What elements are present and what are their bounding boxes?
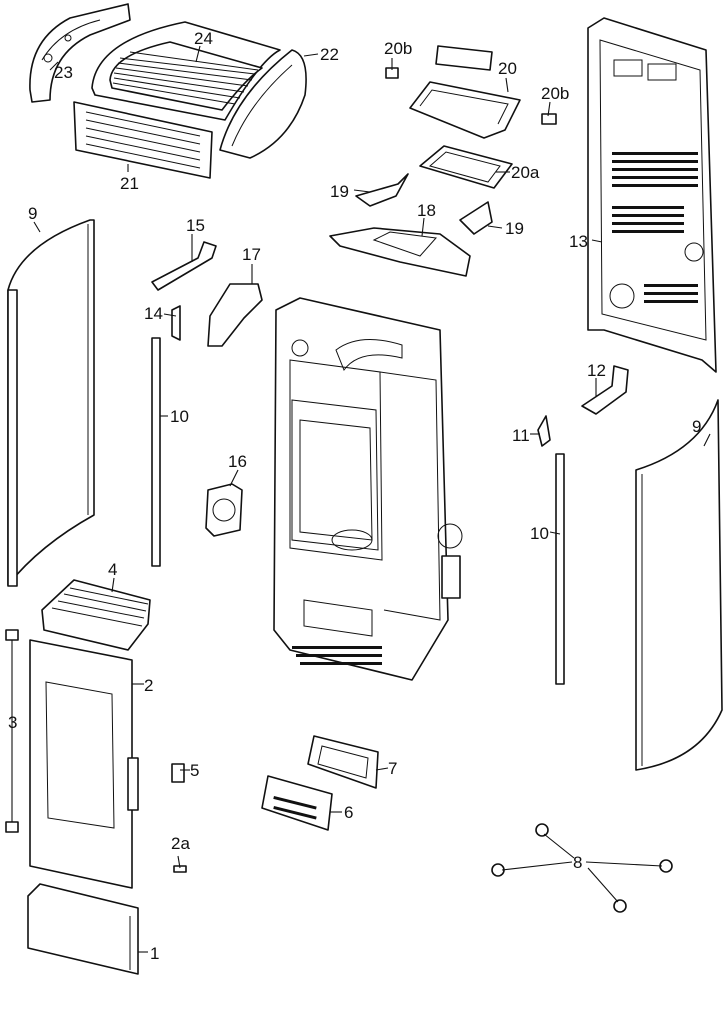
label-part-10-left: 10 bbox=[170, 407, 189, 426]
part-16-flue-collar bbox=[205, 483, 243, 537]
part-19-left-bracket bbox=[355, 173, 409, 207]
label-part-20a: 20a bbox=[511, 163, 540, 182]
part-12-bracket bbox=[581, 365, 629, 415]
label-part-7: 7 bbox=[388, 759, 397, 778]
label-part-8: 8 bbox=[573, 853, 582, 872]
part-5-latch bbox=[171, 763, 185, 783]
part-8-leveling-feet bbox=[491, 823, 673, 913]
label-part-19-right: 19 bbox=[505, 219, 524, 238]
label-part-24: 24 bbox=[194, 29, 213, 48]
label-part-15: 15 bbox=[186, 216, 205, 235]
label-part-6: 6 bbox=[344, 803, 353, 822]
part-20a-gasket bbox=[419, 145, 513, 189]
part-labels: 23 24 22 21 20b 20 20b 20a 19 18 19 13 1… bbox=[8, 29, 701, 963]
label-part-3: 3 bbox=[8, 713, 17, 732]
part-10-left-rail bbox=[151, 337, 161, 567]
label-part-9-right: 9 bbox=[692, 417, 701, 436]
part-2-door bbox=[29, 639, 139, 889]
label-part-2a: 2a bbox=[171, 834, 190, 853]
part-10-right-rail bbox=[555, 453, 565, 685]
label-part-20b-left: 20b bbox=[384, 39, 412, 58]
part-9-right-side-panel bbox=[635, 399, 723, 771]
label-part-12: 12 bbox=[587, 361, 606, 380]
part-14-clip bbox=[171, 305, 181, 341]
part-21-front-grille bbox=[73, 101, 213, 179]
label-part-5: 5 bbox=[190, 761, 199, 780]
part-24-top-grille bbox=[91, 21, 281, 121]
label-part-2: 2 bbox=[144, 676, 153, 695]
part-18-top-plate bbox=[329, 227, 471, 277]
label-part-13: 13 bbox=[569, 232, 588, 251]
label-part-18: 18 bbox=[417, 201, 436, 220]
part-1-lower-front-panel bbox=[27, 883, 139, 975]
part-20b-right-screw bbox=[541, 113, 557, 125]
label-part-1: 1 bbox=[150, 944, 159, 963]
part-20-top-cover bbox=[409, 45, 521, 139]
part-22-right-top-cap bbox=[219, 49, 307, 159]
label-part-9-left: 9 bbox=[28, 204, 37, 223]
part-15-bracket bbox=[151, 241, 217, 291]
part-11-clip bbox=[537, 415, 551, 447]
label-part-23: 23 bbox=[54, 63, 73, 82]
part-4-ash-grille bbox=[41, 579, 151, 651]
label-part-22: 22 bbox=[320, 45, 339, 64]
label-part-17: 17 bbox=[242, 245, 261, 264]
part-7-gasket-frame bbox=[307, 735, 379, 789]
leader-lines bbox=[33, 45, 711, 953]
main-stove-body bbox=[273, 297, 463, 681]
label-part-20b-right: 20b bbox=[541, 84, 569, 103]
label-part-14: 14 bbox=[144, 304, 163, 323]
label-part-20: 20 bbox=[498, 59, 517, 78]
label-part-21: 21 bbox=[120, 174, 139, 193]
part-9-left-side-panel bbox=[7, 219, 95, 587]
part-17-cover bbox=[207, 283, 263, 347]
label-part-4: 4 bbox=[108, 560, 117, 579]
label-part-16: 16 bbox=[228, 452, 247, 471]
part-6-plate bbox=[261, 775, 333, 831]
part-3-hinge-rod bbox=[5, 629, 19, 833]
part-23-left-top-cap bbox=[29, 3, 131, 103]
part-13-rear-panel bbox=[587, 17, 717, 373]
label-part-11: 11 bbox=[512, 426, 530, 445]
label-part-19-left: 19 bbox=[330, 182, 349, 201]
part-19-right-bracket bbox=[459, 201, 493, 235]
label-part-10-right: 10 bbox=[530, 524, 549, 543]
